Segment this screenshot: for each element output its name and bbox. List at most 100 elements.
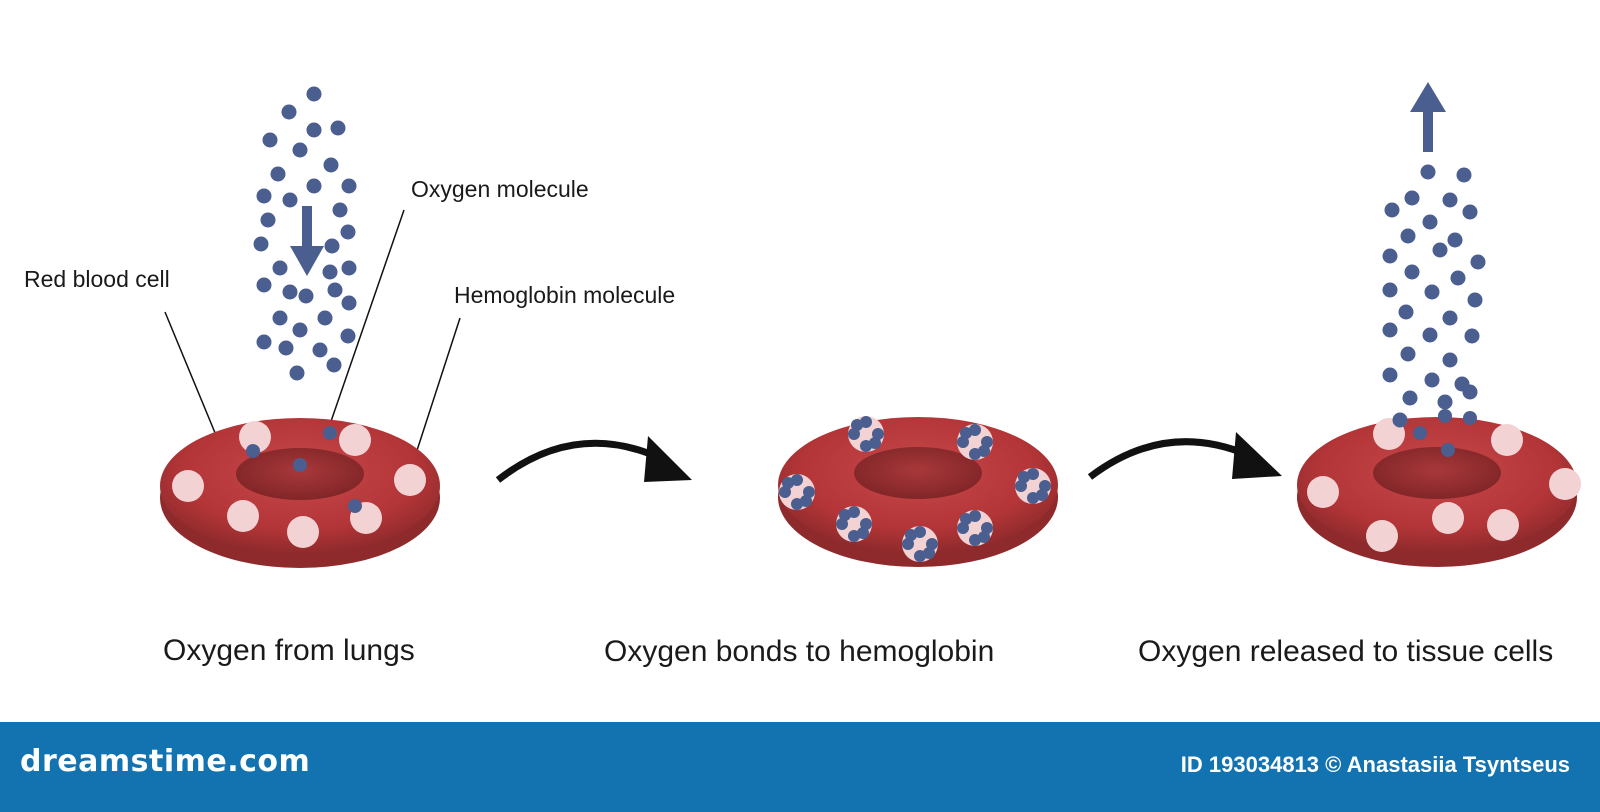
bound-hemoglobin <box>957 510 993 546</box>
oxygen-molecule <box>1382 322 1398 338</box>
step-caption-3: Oxygen released to tissue cells <box>1138 635 1553 668</box>
hemoglobin-molecule <box>1432 502 1464 534</box>
oxygen-molecule <box>1404 190 1420 206</box>
oxygen-molecule <box>1424 284 1440 300</box>
oxygen-molecule <box>839 509 851 521</box>
oxygen-molecule <box>272 260 288 276</box>
oxygen-molecule <box>1400 228 1416 244</box>
oxygen-molecule <box>272 310 288 326</box>
red-blood-cell-3 <box>1297 409 1581 567</box>
oxygen-molecule <box>1420 164 1436 180</box>
oxygen-molecule <box>1036 489 1048 501</box>
oxygen-molecule <box>270 166 286 182</box>
oxygen-molecule <box>1382 367 1398 383</box>
oxygen-molecule <box>869 437 881 449</box>
bound-hemoglobin <box>779 474 815 510</box>
oxygen-molecule <box>1442 310 1458 326</box>
hemoglobin-molecule <box>239 421 271 453</box>
hemoglobin-molecule-leader-line <box>409 317 461 473</box>
oxygen-molecule <box>1441 443 1455 457</box>
oxygen-molecule <box>278 340 294 356</box>
oxygen-molecule <box>1442 352 1458 368</box>
oxygen-molecule <box>306 86 322 102</box>
cell-dimple <box>236 448 364 500</box>
dreamstime-logo[interactable]: dreamstime.com <box>20 744 311 779</box>
oxygen-molecule-leader-line <box>327 209 405 431</box>
hemoglobin-molecule <box>1487 509 1519 541</box>
oxygen-molecule-cloud-incoming <box>253 86 357 381</box>
oxygen-molecule <box>1432 242 1448 258</box>
hemoglobin-molecule <box>394 464 426 496</box>
oxygen-molecule <box>1442 192 1458 208</box>
oxygen-molecule <box>1424 372 1440 388</box>
step-caption-2: Oxygen bonds to hemoglobin <box>604 635 994 668</box>
oxygen-molecule <box>327 282 343 298</box>
oxygen-molecule <box>306 178 322 194</box>
oxygen-molecule <box>1462 204 1478 220</box>
oxygen-molecule <box>960 513 972 525</box>
oxygen-molecule <box>256 334 272 350</box>
oxygen-molecule <box>281 104 297 120</box>
hemoglobin-molecule-label: Hemoglobin molecule <box>454 282 675 308</box>
process-arrow-1-head <box>644 436 692 482</box>
oxygen-molecule <box>292 142 308 158</box>
oxygen-molecule <box>1402 390 1418 406</box>
oxygen-molecule <box>1400 346 1416 362</box>
oxygen-molecule <box>1438 409 1452 423</box>
oxygen-molecule <box>324 238 340 254</box>
bound-hemoglobin <box>957 424 993 460</box>
hemoglobin-molecule <box>1307 476 1339 508</box>
oxygen-molecule <box>1456 167 1472 183</box>
oxygen-molecule <box>341 178 357 194</box>
oxygen-molecule <box>341 295 357 311</box>
bound-hemoglobin <box>902 526 938 562</box>
oxygen-molecule <box>1463 411 1477 425</box>
process-arrow-2 <box>1087 438 1250 480</box>
red-blood-cell-label: Red blood cell <box>24 266 170 292</box>
step-caption-1: Oxygen from lungs <box>163 634 415 667</box>
red-blood-cell-leader-line <box>164 311 219 441</box>
oxygen-molecule <box>298 288 314 304</box>
hemoglobin-molecule <box>172 470 204 502</box>
oxygen-molecule <box>1422 327 1438 343</box>
oxygen-molecule <box>1450 270 1466 286</box>
hemoglobin-molecule <box>227 500 259 532</box>
red-blood-cell-1 <box>160 418 440 568</box>
process-arrow-1 <box>495 439 662 483</box>
oxygen-molecule <box>1437 394 1453 410</box>
oxygen-molecule <box>782 477 794 489</box>
oxygen-molecule <box>326 357 342 373</box>
process-arrow-2-head <box>1232 432 1282 479</box>
oxygen-molecule <box>340 224 356 240</box>
oxygen-molecule <box>246 444 260 458</box>
oxygen-molecule <box>323 157 339 173</box>
hemoglobin-molecule <box>1491 424 1523 456</box>
oxygen-molecule <box>960 427 972 439</box>
oxygen-molecule <box>800 495 812 507</box>
oxygen-molecule <box>1384 202 1400 218</box>
oxygen-molecule <box>1464 328 1480 344</box>
oxygen-molecule <box>1392 412 1408 428</box>
oxygen-molecule <box>857 527 869 539</box>
oxygen-molecule <box>1404 264 1420 280</box>
oxygen-molecule <box>289 365 305 381</box>
oxygen-molecule <box>312 342 328 358</box>
cell-dimple <box>1373 447 1501 499</box>
oxygen-molecule <box>348 499 362 513</box>
oxygen-molecule <box>317 310 333 326</box>
hemoglobin-molecule <box>339 424 371 456</box>
bound-hemoglobin <box>836 506 872 542</box>
bound-hemoglobin <box>1015 468 1051 504</box>
oxygen-molecule-cloud-outgoing <box>1382 164 1486 428</box>
oxygen-molecule <box>282 284 298 300</box>
oxygen-molecule <box>306 122 322 138</box>
cell-dimple <box>854 447 982 499</box>
hemoglobin-molecule <box>1549 468 1581 500</box>
oxygen-molecule <box>1382 282 1398 298</box>
oxygen-molecule <box>905 529 917 541</box>
oxygen-molecule <box>330 120 346 136</box>
oxygen-molecule <box>260 212 276 228</box>
oxygen-molecule <box>332 202 348 218</box>
red-blood-cell-2 <box>778 416 1058 567</box>
oxygen-molecule <box>282 192 298 208</box>
